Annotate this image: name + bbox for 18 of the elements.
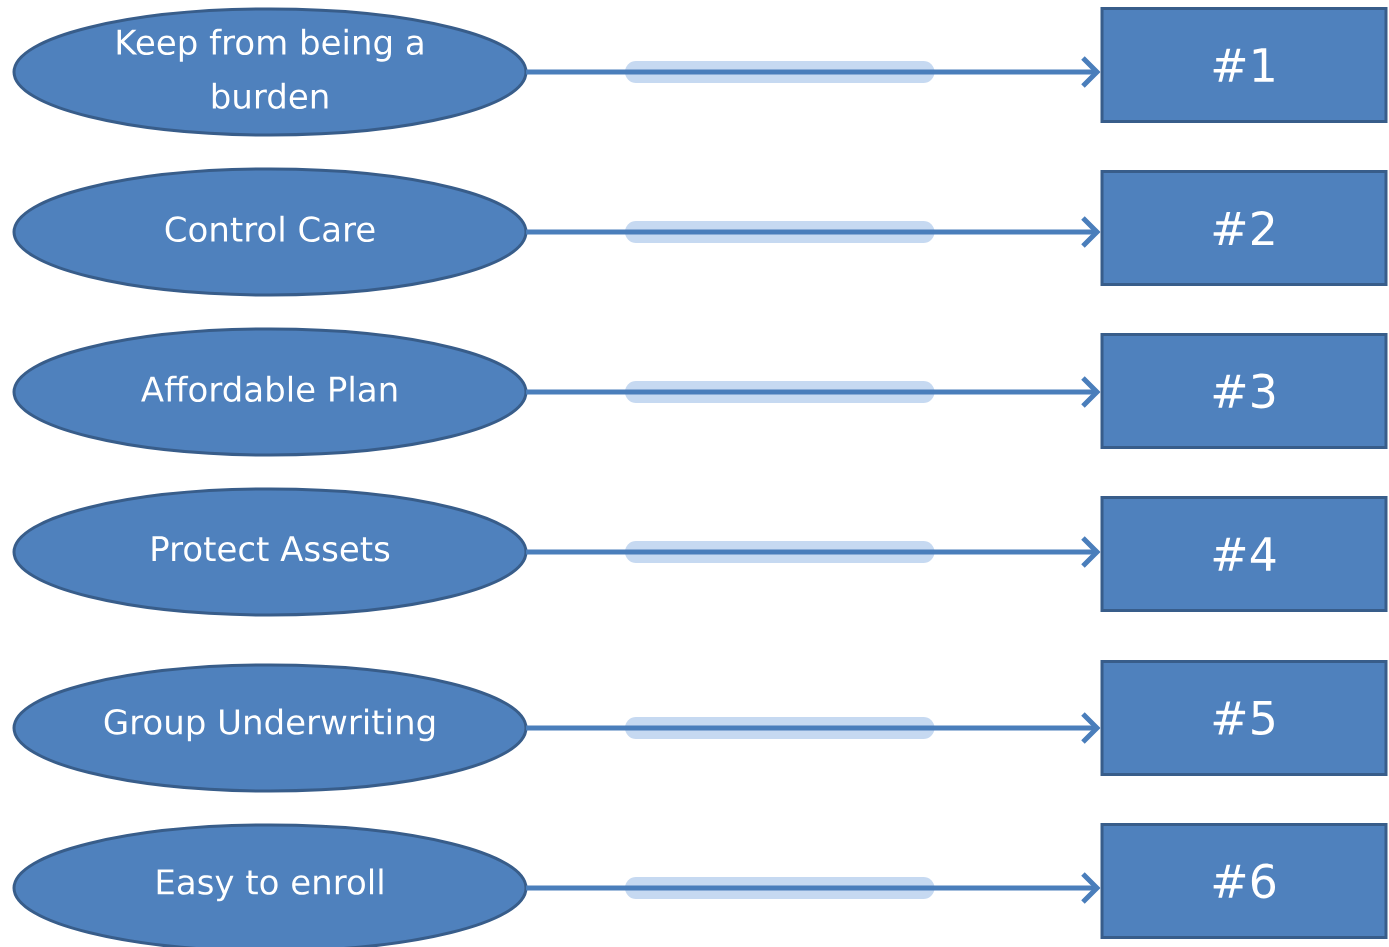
ellipse-node: Keep from being a burden bbox=[12, 7, 528, 137]
arrow bbox=[526, 56, 1101, 88]
ellipse-node: Protect Assets bbox=[12, 487, 528, 617]
number-box: #1 bbox=[1100, 7, 1388, 123]
ellipse-node: Affordable Plan bbox=[12, 327, 528, 457]
number-box: #5 bbox=[1100, 660, 1388, 776]
ellipse-node: Control Care bbox=[12, 167, 528, 297]
number-box: #4 bbox=[1100, 496, 1388, 612]
number-box: #3 bbox=[1100, 333, 1388, 449]
number-box: #2 bbox=[1100, 170, 1388, 286]
arrow bbox=[526, 376, 1101, 408]
arrow bbox=[526, 872, 1101, 904]
arrow bbox=[526, 536, 1101, 568]
arrow bbox=[526, 216, 1101, 248]
arrow bbox=[526, 712, 1101, 744]
ellipse-node: Group Underwriting bbox=[12, 663, 528, 793]
ellipse-node: Easy to enroll bbox=[12, 823, 528, 947]
number-box: #6 bbox=[1100, 823, 1388, 939]
